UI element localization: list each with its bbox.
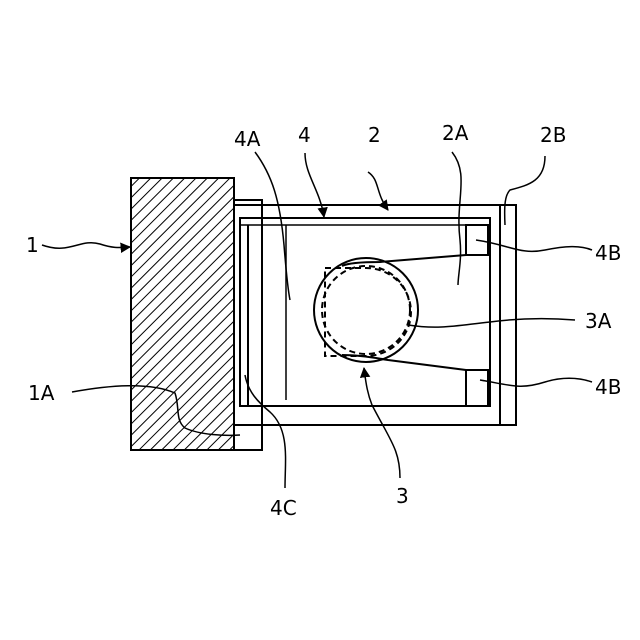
- label-2b: 2B: [540, 123, 566, 147]
- label-2a: 2A: [442, 121, 469, 145]
- label-4c: 4C: [270, 496, 297, 520]
- leader-3: [364, 368, 400, 478]
- label-1a: 1A: [28, 381, 55, 405]
- label-4: 4: [298, 123, 311, 147]
- part-4-fork-upper: [342, 255, 466, 266]
- label-4b-lower: 4B: [595, 375, 621, 399]
- label-1: 1: [26, 233, 39, 257]
- leader-4c: [245, 375, 286, 488]
- label-3: 3: [396, 484, 409, 508]
- leader-2b: [505, 156, 545, 225]
- part-3a-dashed-circle: [322, 266, 410, 354]
- part-2-housing: [234, 205, 516, 425]
- leader-4a: [255, 152, 290, 300]
- label-4b-upper: 4B: [595, 241, 621, 265]
- leader-3a: [408, 319, 575, 327]
- label-2: 2: [368, 123, 381, 147]
- part-1-block: [131, 178, 234, 450]
- leader-4b-lower: [480, 378, 592, 386]
- leader-1: [42, 243, 130, 249]
- label-3a: 3A: [585, 309, 612, 333]
- part-4b-lower-tab: [466, 370, 488, 406]
- part-3-circle: [314, 258, 418, 362]
- leader-4b-upper: [476, 240, 592, 251]
- label-4a: 4A: [234, 127, 261, 151]
- leader-4: [305, 153, 324, 217]
